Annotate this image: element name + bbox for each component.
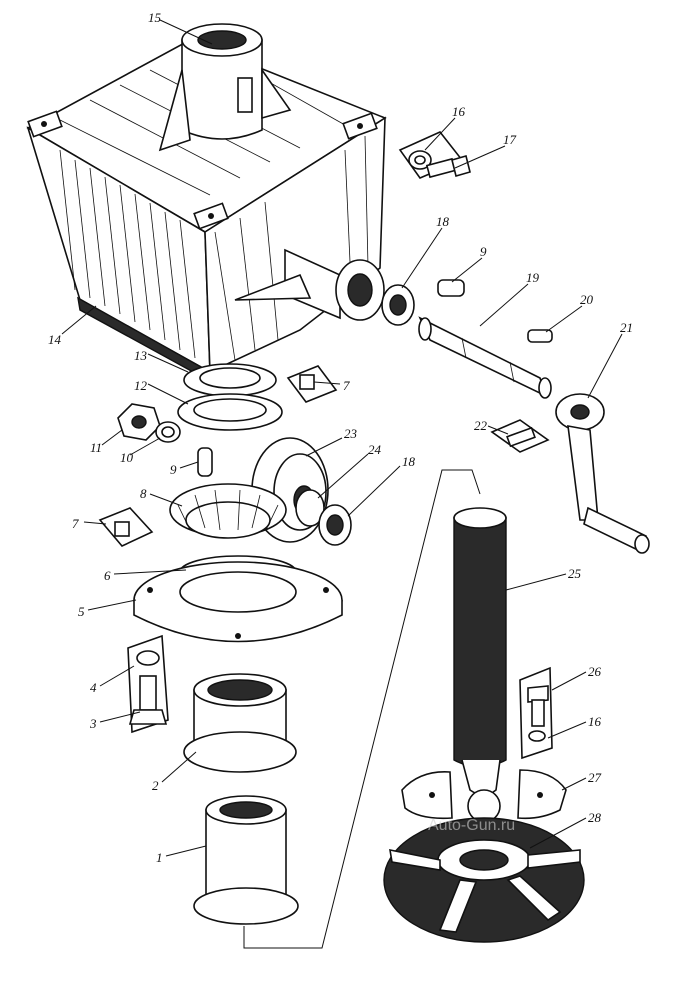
grease-fitting-7-top <box>286 365 338 403</box>
bearing-18-mid <box>318 504 352 546</box>
hub-24 <box>295 489 325 527</box>
callout-25: 25 <box>568 566 582 581</box>
sleeve-1 <box>193 795 299 925</box>
leader-lines <box>61 19 623 857</box>
callout-9: 9 <box>480 244 487 259</box>
bushing-2 <box>183 673 297 773</box>
callout-9: 9 <box>170 462 177 477</box>
callout-17: 17 <box>503 132 517 147</box>
bolt-26 <box>519 666 553 760</box>
callout-21: 21 <box>620 320 633 335</box>
callout-16: 16 <box>588 714 602 729</box>
crank-handle-21 <box>555 393 650 554</box>
key-9-top <box>437 279 465 297</box>
callout-7: 7 <box>343 378 350 393</box>
callout-20: 20 <box>580 292 594 307</box>
side-bearing-boss <box>234 248 385 321</box>
callout-22: 22 <box>474 418 488 433</box>
flange-5 <box>133 561 343 643</box>
callout-12: 12 <box>134 378 148 393</box>
callout-24: 24 <box>368 442 382 457</box>
ring-13 <box>183 363 277 397</box>
watermark: Auto-Gun.ru <box>428 817 515 834</box>
bevel-gear-8 <box>169 483 287 539</box>
housing-hatching <box>59 59 369 361</box>
top-sleeve <box>158 23 292 152</box>
callout-28: 28 <box>588 810 602 825</box>
callout-11: 11 <box>90 440 102 455</box>
bolt-17 <box>425 155 471 179</box>
callout-3: 3 <box>89 716 97 731</box>
callout-26: 26 <box>588 664 602 679</box>
callout-4: 4 <box>90 680 97 695</box>
callout-7: 7 <box>72 516 79 531</box>
callout-27: 27 <box>588 770 602 785</box>
nut-11 <box>117 403 161 441</box>
callout-5: 5 <box>78 604 85 619</box>
spindle-shaft-25 <box>453 507 507 823</box>
bolt-22 <box>490 419 550 453</box>
grease-fitting-7-left <box>98 507 154 547</box>
callout-2: 2 <box>152 778 159 793</box>
washer-10 <box>155 421 181 443</box>
bearing-18-top <box>381 284 415 326</box>
assembly-path-line <box>243 469 481 949</box>
ring-12 <box>177 393 283 431</box>
callout-labels: 15 16 17 18 9 19 20 21 14 13 7 12 11 10 … <box>48 10 633 865</box>
callout-8: 8 <box>140 486 147 501</box>
flange-27 <box>401 769 567 820</box>
callout-23: 23 <box>344 426 358 441</box>
callout-18: 18 <box>402 454 416 469</box>
callout-19: 19 <box>526 270 540 285</box>
key-9-mid <box>197 447 213 477</box>
spreader-disc-28 <box>383 817 585 943</box>
callout-18: 18 <box>436 214 450 229</box>
callout-10: 10 <box>120 450 134 465</box>
callout-14: 14 <box>48 332 62 347</box>
shaft-19 <box>418 316 552 399</box>
callout-13: 13 <box>134 348 148 363</box>
bolt-3 <box>128 675 168 725</box>
key-20 <box>527 329 553 343</box>
callout-1: 1 <box>156 850 163 865</box>
callout-6: 6 <box>104 568 111 583</box>
callout-15: 15 <box>148 10 162 25</box>
callout-16: 16 <box>452 104 466 119</box>
